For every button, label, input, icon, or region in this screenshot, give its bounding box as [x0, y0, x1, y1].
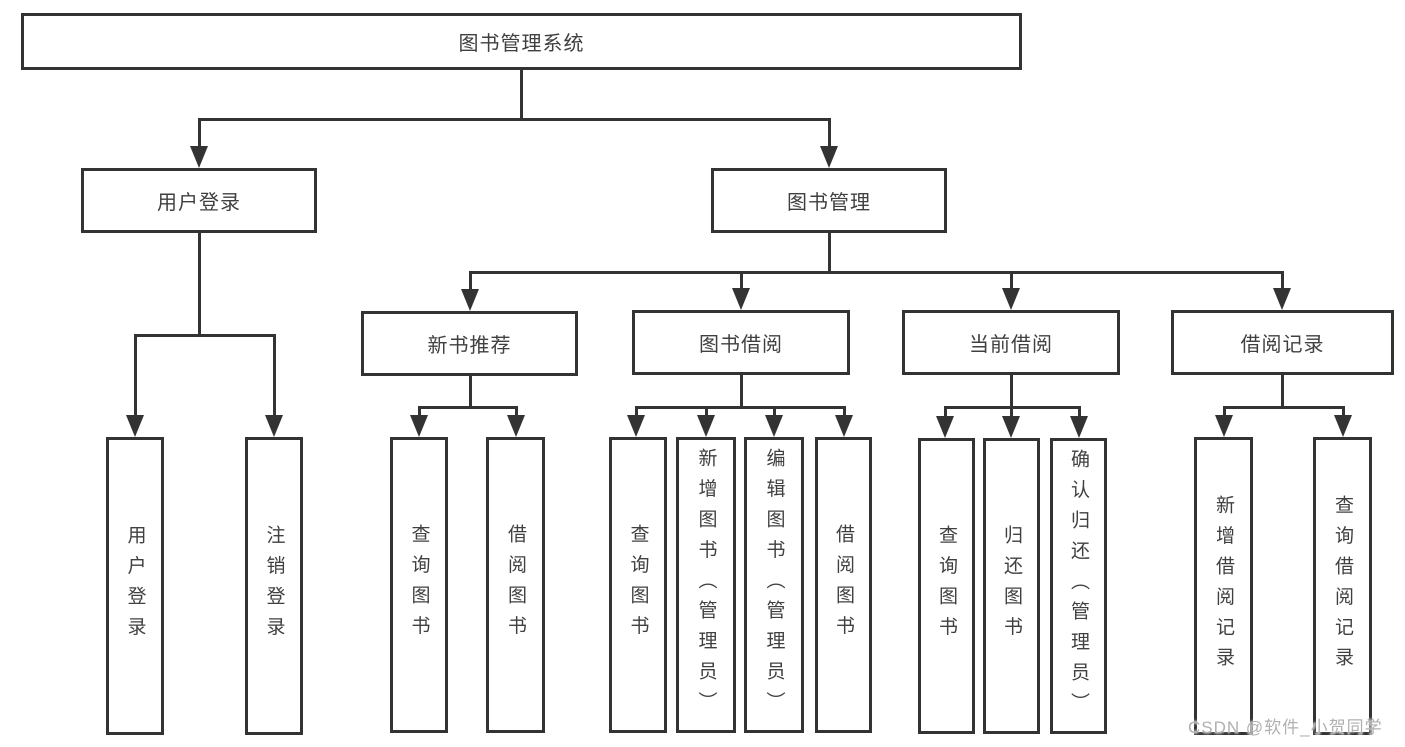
arrowhead-icon-login-0: [126, 415, 144, 437]
connector-drop-management-0: [468, 272, 472, 289]
connector-stem-current-borrow: [1009, 375, 1013, 407]
node-cb-confirm-return: 确认归还（管理员）: [1050, 438, 1107, 734]
node-label-nb-query-books: 查询图书: [408, 524, 430, 646]
node-book-borrow: 图书借阅: [632, 310, 850, 375]
node-bb-query-books: 查询图书: [609, 437, 667, 733]
connector-bar-login: [133, 333, 276, 337]
node-label-management: 图书管理: [787, 192, 871, 214]
node-br-query-record: 查询借阅记录: [1313, 437, 1372, 735]
connector-drop-login-0: [133, 335, 137, 415]
arrowhead-icon-borrow-records-1: [1334, 415, 1352, 437]
node-label-new-books: 新书推荐: [427, 335, 512, 357]
node-label-root: 图书管理系统: [458, 33, 585, 55]
node-label-cb-query-books: 查询图书: [936, 525, 957, 647]
arrowhead-icon-current-borrow-0: [936, 416, 954, 438]
connector-bar-management: [468, 270, 1284, 274]
node-label-br-add-record: 新增借阅记录: [1213, 494, 1234, 678]
arrowhead-icon-book-borrow-1: [697, 415, 715, 437]
arrowhead-icon-book-borrow-0: [627, 415, 645, 437]
node-user-login: 用户登录: [106, 437, 164, 735]
connector-drop-book-borrow-1: [704, 407, 708, 415]
node-logout: 注销登录: [245, 437, 303, 735]
csdn-watermark: CSDN @软件_小贺同学: [1188, 718, 1383, 737]
connector-bar-borrow-records: [1222, 405, 1345, 409]
node-label-login: 用户登录: [157, 192, 241, 214]
node-label-user-login: 用户登录: [124, 525, 146, 647]
connector-drop-book-borrow-0: [634, 407, 638, 415]
connector-stem-management: [827, 233, 831, 272]
connector-bar-new-books: [417, 405, 518, 409]
connector-stem-borrow-records: [1280, 375, 1284, 407]
node-new-books: 新书推荐: [361, 311, 578, 376]
connector-drop-new-books-1: [514, 407, 518, 415]
connector-drop-book-borrow-3: [842, 407, 846, 415]
node-label-bb-query-books: 查询图书: [627, 524, 649, 646]
node-bb-borrow-books: 借阅图书: [815, 437, 872, 733]
connector-drop-management-2: [1009, 272, 1013, 288]
node-label-logout: 注销登录: [263, 525, 285, 647]
node-label-cb-return-books: 归还图书: [1001, 525, 1022, 647]
node-label-current-borrow: 当前借阅: [969, 334, 1053, 356]
node-label-nb-borrow-books: 借阅图书: [505, 524, 526, 646]
node-login: 用户登录: [81, 168, 317, 233]
arrowhead-icon-management-2: [1002, 288, 1020, 310]
connector-drop-current-borrow-1: [1009, 407, 1013, 416]
connector-drop-root-0: [197, 119, 201, 146]
connector-stem-root: [519, 70, 523, 119]
connector-drop-current-borrow-0: [943, 407, 947, 416]
arrowhead-icon-current-borrow-1: [1002, 416, 1020, 438]
connector-stem-book-borrow: [739, 375, 743, 407]
node-label-book-borrow: 图书借阅: [699, 334, 783, 356]
connector-drop-management-1: [739, 272, 743, 288]
arrowhead-icon-book-borrow-2: [765, 415, 783, 437]
arrowhead-icon-book-borrow-3: [835, 415, 853, 437]
connector-stem-login: [197, 233, 201, 335]
arrowhead-icon-management-3: [1273, 288, 1291, 310]
connector-drop-management-3: [1280, 272, 1284, 288]
node-cb-return-books: 归还图书: [983, 438, 1040, 734]
node-label-bb-borrow-books: 借阅图书: [833, 524, 854, 646]
node-nb-query-books: 查询图书: [390, 437, 448, 733]
node-root: 图书管理系统: [21, 13, 1022, 70]
node-bb-edit-books: 编辑图书（管理员）: [744, 437, 804, 733]
connector-bar-book-borrow: [634, 405, 846, 409]
connector-stem-new-books: [468, 376, 472, 407]
node-br-add-record: 新增借阅记录: [1194, 437, 1253, 735]
node-label-borrow-records: 借阅记录: [1240, 334, 1325, 356]
arrowhead-icon-management-1: [732, 288, 750, 310]
connector-drop-current-borrow-2: [1077, 407, 1081, 416]
node-label-br-query-record: 查询借阅记录: [1332, 494, 1353, 678]
arrowhead-icon-root-0: [190, 146, 208, 168]
connector-drop-book-borrow-2: [772, 407, 776, 415]
arrowhead-icon-new-books-0: [410, 415, 428, 437]
connector-drop-new-books-0: [417, 407, 421, 415]
node-borrow-records: 借阅记录: [1171, 310, 1394, 375]
arrowhead-icon-current-borrow-2: [1070, 416, 1088, 438]
arrowhead-icon-management-0: [461, 289, 479, 311]
arrowhead-icon-root-1: [820, 146, 838, 168]
node-label-bb-edit-books: 编辑图书（管理员）: [763, 448, 785, 722]
node-label-bb-add-books: 新增图书（管理员）: [695, 448, 717, 722]
arrowhead-icon-borrow-records-0: [1215, 415, 1233, 437]
node-current-borrow: 当前借阅: [902, 310, 1120, 375]
node-label-cb-confirm-return: 确认归还（管理员）: [1068, 449, 1089, 723]
node-cb-query-books: 查询图书: [918, 438, 975, 734]
connector-drop-borrow-records-0: [1222, 407, 1226, 415]
node-bb-add-books: 新增图书（管理员）: [676, 437, 736, 733]
arrowhead-icon-new-books-1: [507, 415, 525, 437]
connector-bar-root: [197, 117, 831, 121]
connector-drop-login-1: [272, 335, 276, 415]
node-management: 图书管理: [711, 168, 947, 233]
arrowhead-icon-login-1: [265, 415, 283, 437]
node-nb-borrow-books: 借阅图书: [486, 437, 545, 733]
connector-drop-root-1: [827, 119, 831, 146]
connector-drop-borrow-records-1: [1341, 407, 1345, 415]
